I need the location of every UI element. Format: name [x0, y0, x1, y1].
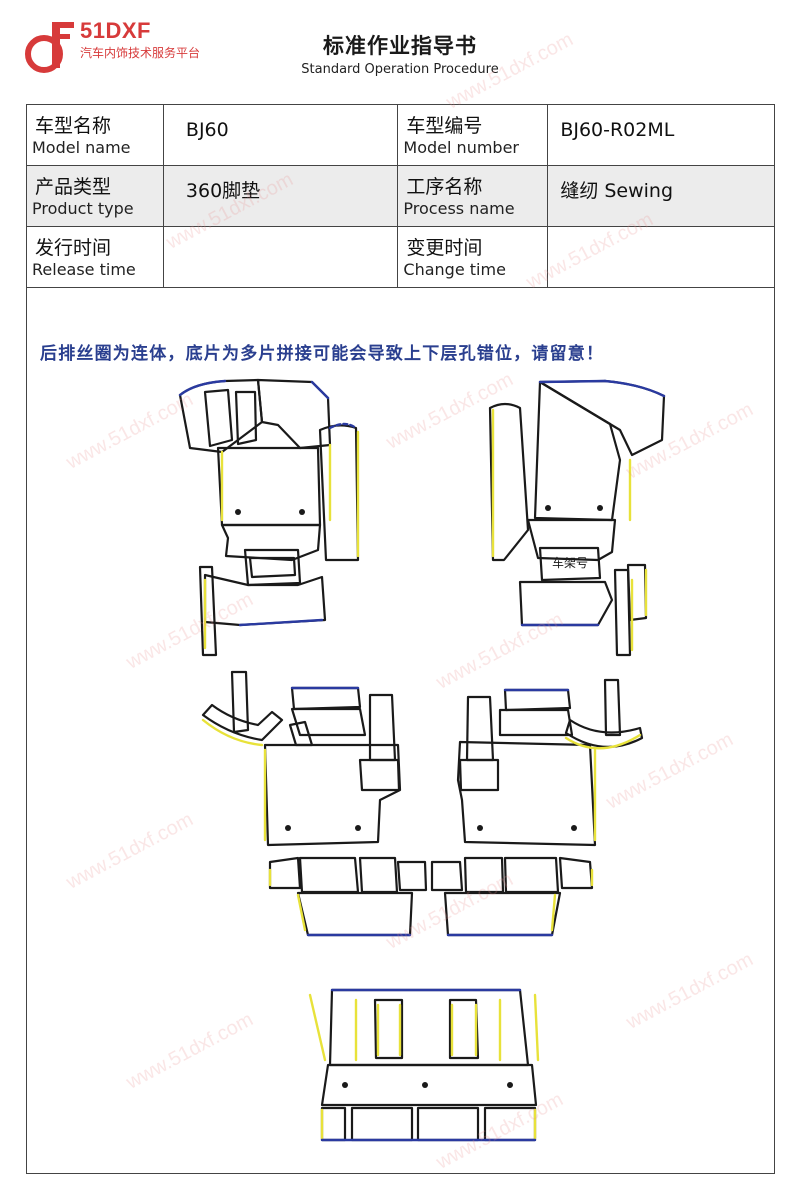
logo-tagline: 汽车内饰技术服务平台: [80, 46, 201, 60]
vin-label: 车架号: [552, 556, 589, 570]
label-cell: 工序名称 Process name: [397, 165, 549, 227]
value-cell: BJ60-R02ML: [547, 104, 775, 166]
drawing-notice: 后排丝圈为连体，底片为多片拼接可能会导致上下层孔错位，请留意！: [40, 344, 605, 364]
label-cn: 变更时间: [406, 237, 483, 259]
label-en: Model name: [32, 138, 131, 157]
middle-right-mat: [430, 678, 644, 937]
logo-brand-text: 51DXF: [80, 18, 151, 43]
company-logo: [22, 18, 252, 78]
value-cell: [162, 226, 399, 288]
info-row-time: 发行时间 Release time 变更时间 Change time: [26, 226, 775, 288]
third-row-mat: [320, 988, 538, 1142]
label-cell: 产品类型 Product type: [26, 165, 164, 227]
label-cell: 变更时间 Change time: [397, 226, 549, 288]
front-right-mat: [488, 379, 666, 657]
label-en: Product type: [32, 199, 134, 218]
label-en: Model number: [403, 138, 519, 157]
label-cn: 产品类型: [35, 176, 112, 198]
info-table: 车型名称 Model name BJ60 车型编号 Model number B…: [26, 104, 775, 288]
model-number-value: BJ60-R02ML: [560, 119, 675, 141]
front-left-mat: [178, 378, 360, 657]
label-en: Process name: [403, 199, 515, 218]
drawing-area: [26, 288, 775, 1174]
middle-left-mat: [201, 670, 428, 937]
process-name-value: 缝纫 Sewing: [560, 180, 674, 202]
label-cn: 工序名称: [406, 176, 483, 198]
page-subtitle: Standard Operation Procedure: [301, 62, 499, 77]
info-row-product: 产品类型 Product type 360脚垫 工序名称 Process nam…: [26, 165, 775, 227]
page-title: 标准作业指导书: [323, 34, 477, 58]
logo-mark-icon: [25, 22, 74, 73]
value-cell: 缝纫 Sewing: [547, 165, 775, 227]
value-cell: 360脚垫: [162, 165, 399, 227]
label-en: Change time: [403, 260, 506, 279]
label-cell: 发行时间 Release time: [26, 226, 164, 288]
label-cn: 车型编号: [406, 115, 483, 137]
model-name-value: BJ60: [185, 119, 229, 141]
value-cell: [547, 226, 775, 288]
label-cn: 发行时间: [35, 237, 112, 259]
product-type-value: 360脚垫: [185, 180, 261, 202]
label-cn: 车型名称: [35, 115, 112, 137]
label-en: Release time: [32, 260, 136, 279]
